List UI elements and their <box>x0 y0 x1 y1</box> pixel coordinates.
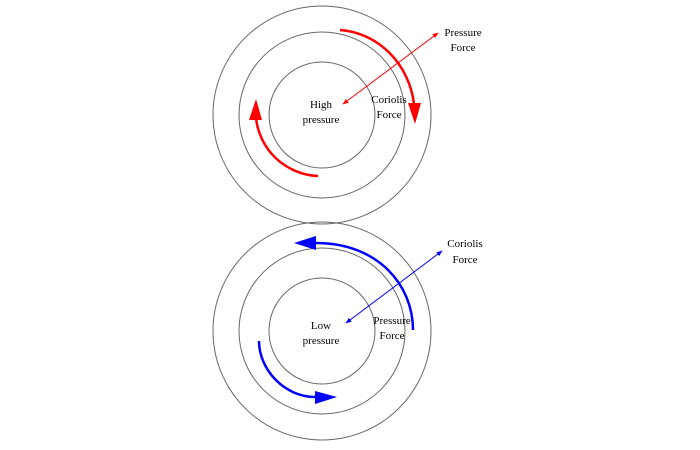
high-force-vector <box>342 32 439 105</box>
high-inner-force-label-line2: Force <box>376 109 401 121</box>
high-flow-arc-outer <box>339 28 416 105</box>
high-center-label-line2: pressure <box>303 114 340 126</box>
low-flow-arc-inner <box>257 340 316 399</box>
high-outer-force-label-line1: Pressure <box>444 27 481 39</box>
high-inner-force-label-line1: Coriolis <box>371 94 406 106</box>
high-flow-arc-inner <box>254 117 319 178</box>
high-outer-force-label-line2: Force <box>450 42 475 54</box>
high-flow-arrowhead-inner <box>249 99 262 120</box>
low-outer-force-label-line2: Force <box>452 254 477 266</box>
high-center-label-line1: High <box>310 99 333 111</box>
low-middle-isobar <box>238 247 406 415</box>
high-pressure-system: High pressure Coriolis Force Pressure Fo… <box>212 5 482 225</box>
low-center-label-line2: pressure <box>303 335 340 347</box>
low-force-vector <box>345 250 443 324</box>
low-flow-arrowhead-inner <box>315 391 337 404</box>
low-inner-isobar <box>268 277 376 385</box>
low-outer-force-label-line1: Coriolis <box>447 238 482 250</box>
low-inner-force-label-line2: Force <box>379 330 404 342</box>
low-flow-arrowhead-outer <box>294 236 316 250</box>
low-center-label-line1: Low <box>311 320 331 332</box>
low-outer-isobar <box>212 221 432 441</box>
high-inner-isobar <box>268 61 376 169</box>
high-middle-isobar <box>238 31 406 199</box>
high-outer-isobar <box>212 5 432 225</box>
high-flow-arrowhead-outer <box>408 103 421 124</box>
low-pressure-system: Low pressure Pressure Force Coriolis For… <box>212 221 483 441</box>
low-inner-force-label-line1: Pressure <box>373 315 410 327</box>
